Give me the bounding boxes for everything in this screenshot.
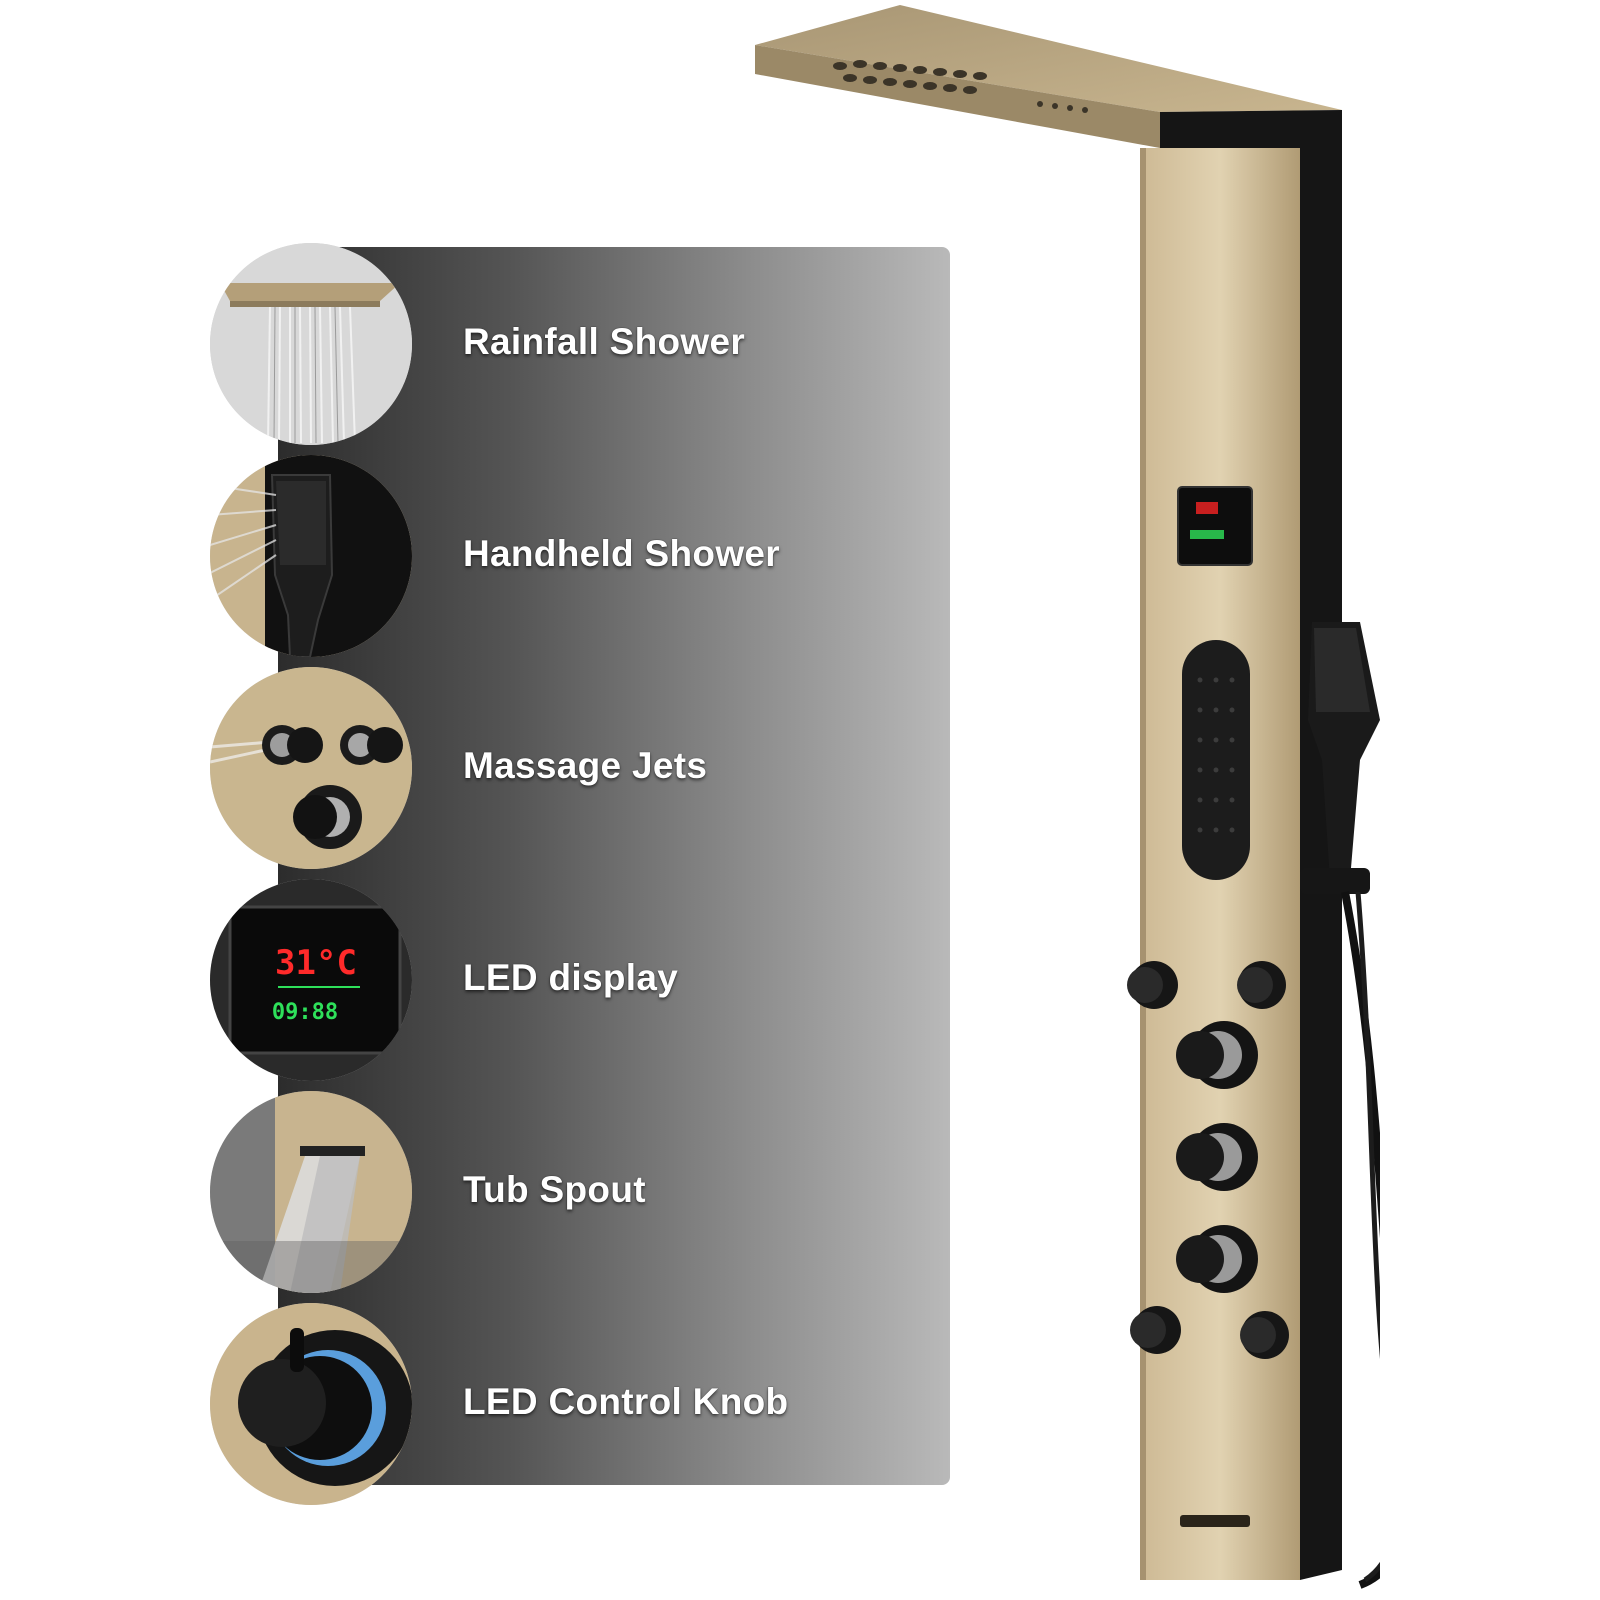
control-knob bbox=[1176, 1021, 1258, 1089]
feature-label-led-control-knob: LED Control Knob bbox=[463, 1381, 789, 1422]
feature-led-control-knob: LED Control Knob bbox=[210, 1303, 950, 1507]
rainfall-shower-icon bbox=[210, 243, 412, 445]
feature-led-display: 31°C 09:88 LED display bbox=[210, 879, 950, 1083]
feature-label-massage-jets: Massage Jets bbox=[463, 745, 708, 786]
feature-panel-background bbox=[278, 247, 950, 1485]
rain-head bbox=[755, 5, 1342, 1580]
massage-jet bbox=[1237, 961, 1286, 1009]
control-knob bbox=[1176, 1123, 1258, 1191]
massage-jet bbox=[1240, 1311, 1289, 1359]
led-temperature-readout: 31°C bbox=[275, 943, 357, 983]
feature-label-tub-spout: Tub Spout bbox=[463, 1169, 646, 1210]
feature-label-handheld-shower: Handheld Shower bbox=[463, 533, 780, 574]
massage-jets-icon bbox=[210, 667, 412, 869]
feature-tub-spout: Tub Spout bbox=[210, 1091, 950, 1295]
massage-jet bbox=[1127, 961, 1178, 1009]
tub-spout-icon bbox=[210, 1091, 412, 1293]
feature-rainfall-shower: Rainfall Shower bbox=[210, 243, 950, 447]
tub-spout-slot bbox=[1180, 1515, 1250, 1527]
handheld-shower-icon bbox=[210, 455, 412, 657]
feature-handheld-shower: Handheld Shower bbox=[210, 455, 950, 659]
control-knob bbox=[1176, 1225, 1258, 1293]
feature-label-rainfall-shower: Rainfall Shower bbox=[463, 321, 746, 362]
feature-label-led-display: LED display bbox=[463, 957, 679, 998]
led-display-icon: 31°C 09:88 bbox=[210, 879, 412, 1081]
massage-jet bbox=[1130, 1306, 1181, 1354]
body-spray-nozzle bbox=[1182, 640, 1250, 880]
feature-massage-jets: Massage Jets bbox=[210, 667, 950, 871]
led-control-knob-icon bbox=[210, 1303, 412, 1505]
handheld-shower-wand bbox=[1300, 622, 1380, 1589]
led-time-readout: 09:88 bbox=[272, 1000, 338, 1025]
panel-led-screen bbox=[1177, 486, 1253, 566]
shower-panel-product bbox=[740, 0, 1380, 1600]
